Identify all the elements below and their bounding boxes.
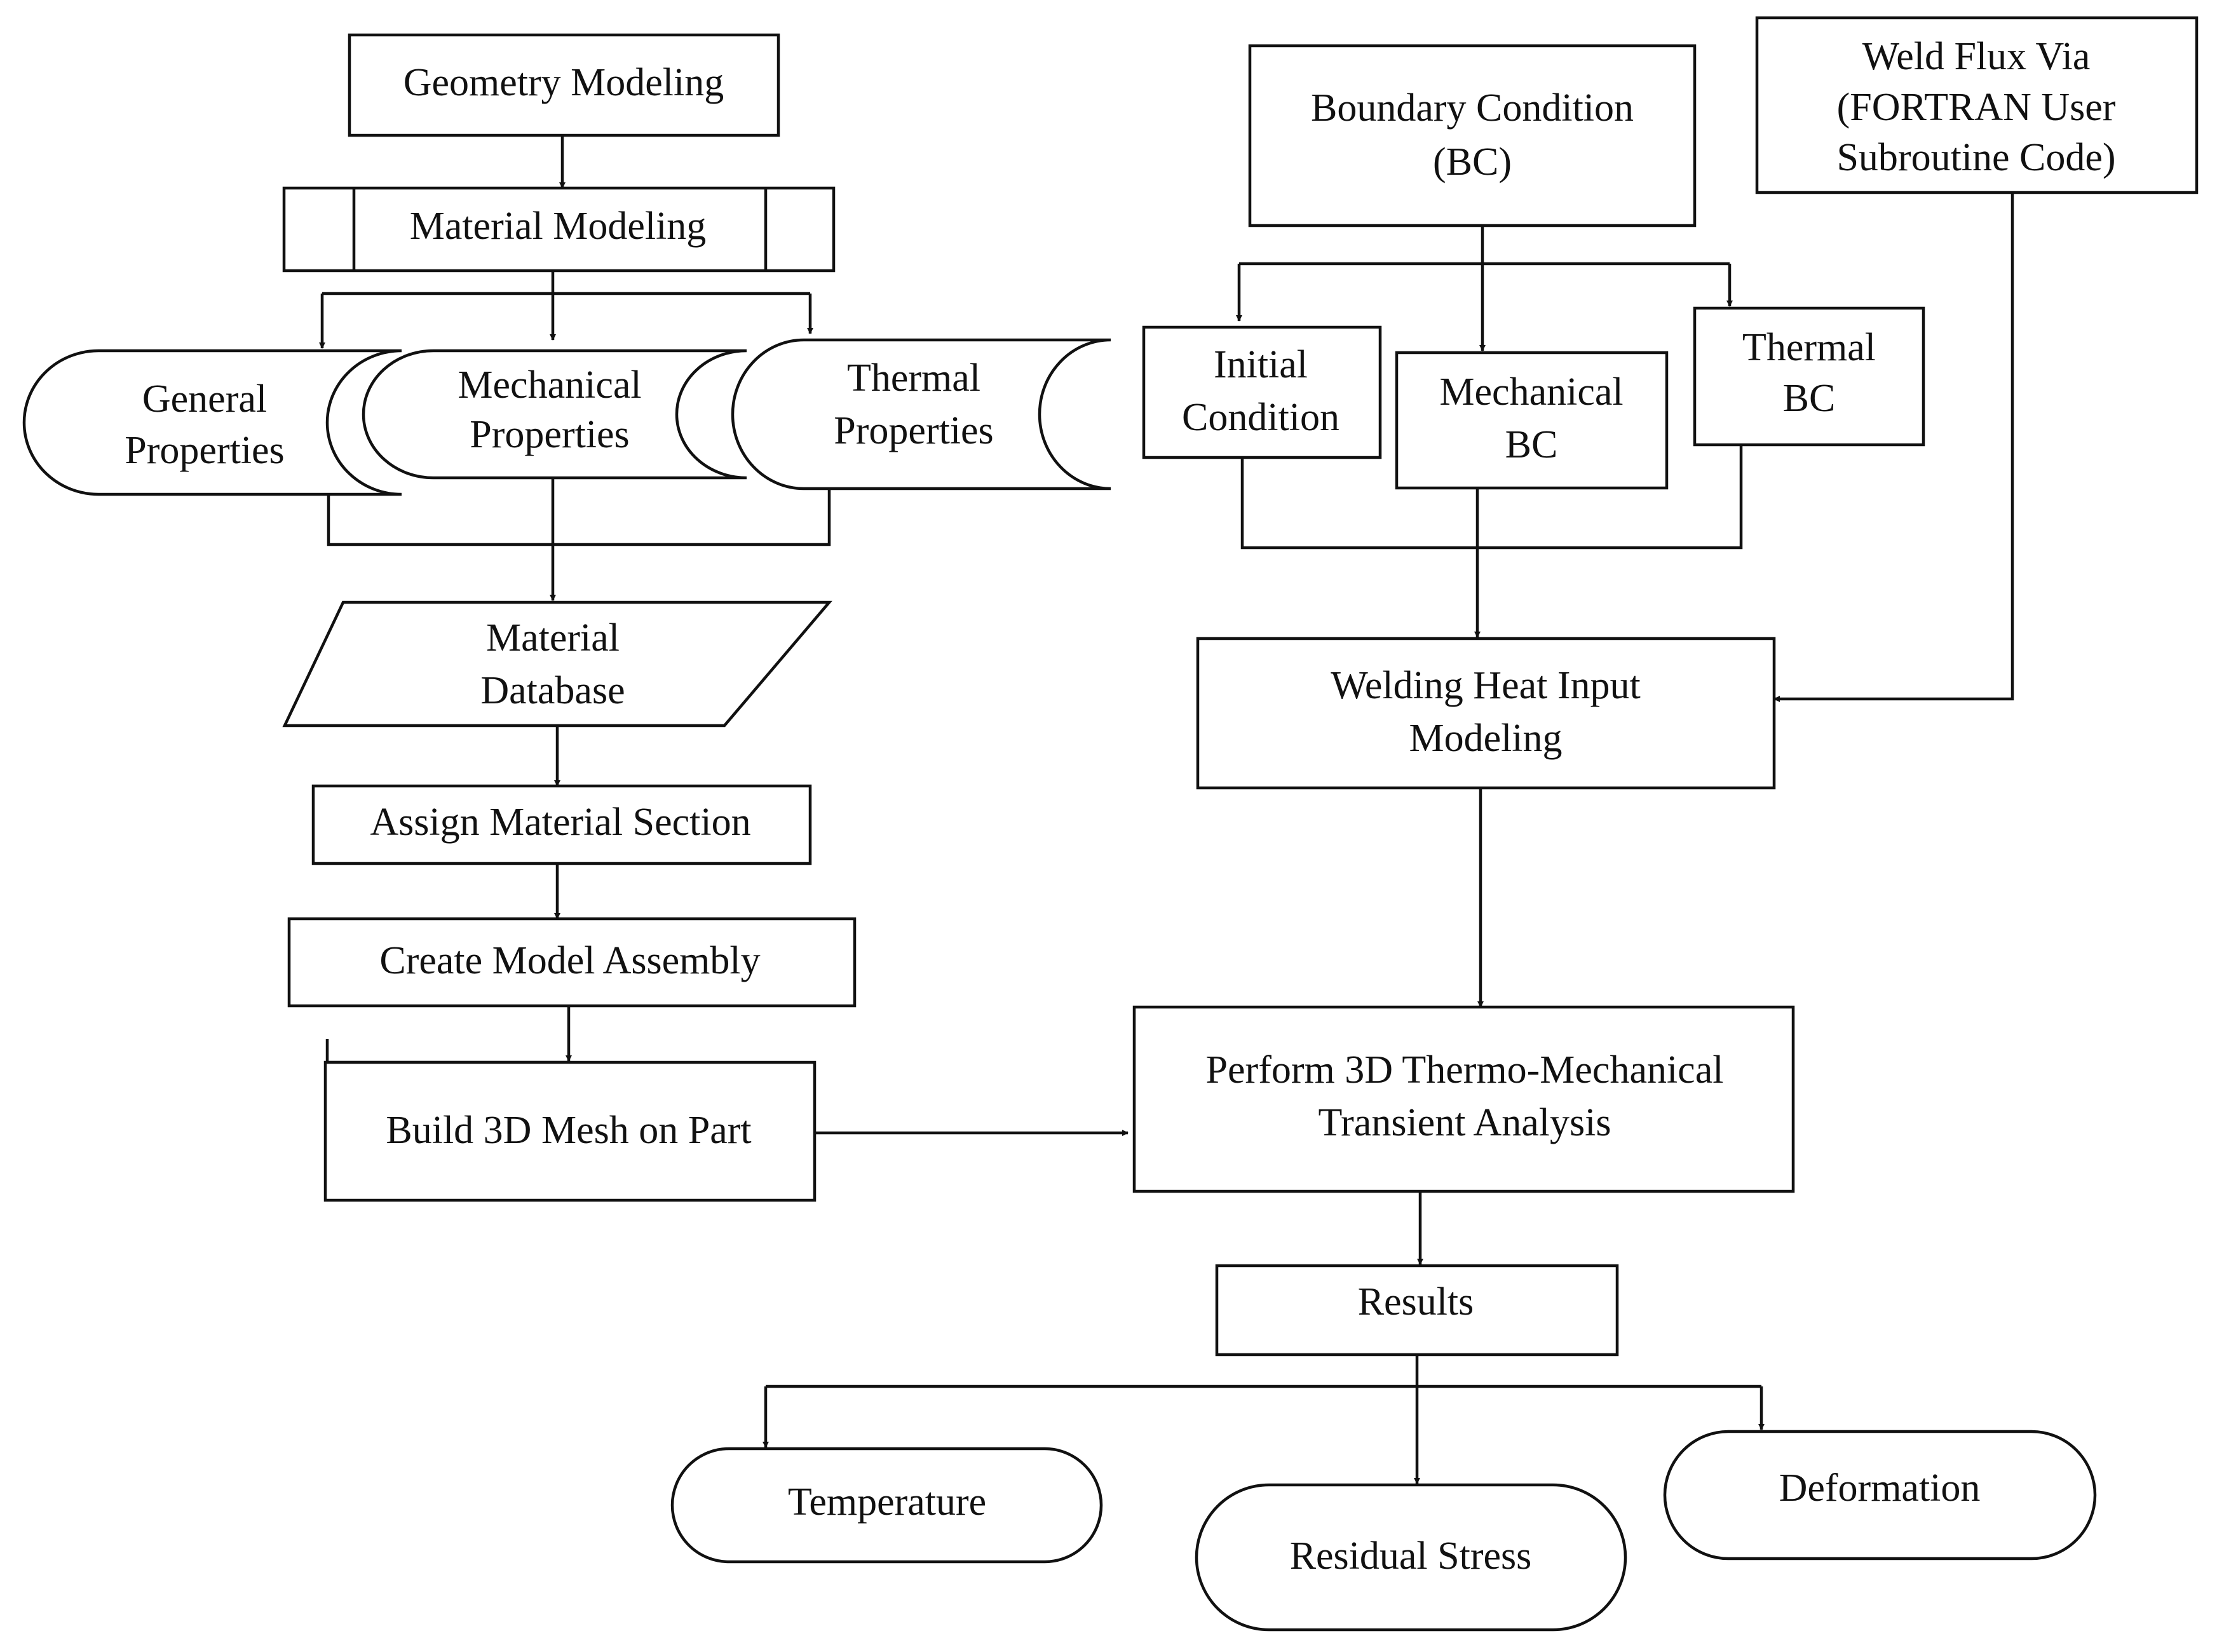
build-3d-mesh-label: Build 3D Mesh on Part xyxy=(386,1109,751,1152)
weld-flux-line3: Subroutine Code) xyxy=(1836,136,2115,179)
thermal-bc-line2: BC xyxy=(1783,377,1836,420)
build-3d-mesh-box: Build 3D Mesh on Part xyxy=(323,1060,817,1202)
material-database-box: Material Database xyxy=(282,600,832,728)
mechanical-properties-line1: Mechanical xyxy=(458,363,641,407)
material-modeling-label: Material Modeling xyxy=(410,205,707,248)
results-box: Results xyxy=(1215,1264,1619,1357)
mechanical-bc-line2: BC xyxy=(1505,423,1558,466)
boundary-condition-line1: Boundary Condition xyxy=(1311,86,1634,130)
weld-flux-line1: Weld Flux Via xyxy=(1862,35,2091,78)
thermal-properties-store: Thermal Properties xyxy=(731,338,1111,491)
temperature-label: Temperature xyxy=(788,1480,986,1524)
create-model-assembly-box: Create Model Assembly xyxy=(287,917,857,1008)
weld-flux-box: Weld Flux Via (FORTRAN User Subroutine C… xyxy=(1755,16,2199,194)
geometry-modeling-box: Geometry Modeling xyxy=(348,33,780,137)
material-database-line2: Database xyxy=(480,669,625,712)
residual-stress-terminal: Residual Stress xyxy=(1195,1483,1627,1632)
welding-heat-input-box: Welding Heat Input Modeling xyxy=(1196,637,1776,790)
residual-stress-label: Residual Stress xyxy=(1290,1534,1532,1578)
create-model-assembly-label: Create Model Assembly xyxy=(379,939,760,982)
thermal-bc-box: Thermal BC xyxy=(1693,306,1925,447)
perform-analysis-line1: Perform 3D Thermo-Mechanical xyxy=(1206,1048,1724,1092)
connector-mesh-top xyxy=(325,1039,567,1064)
geometry-modeling-label: Geometry Modeling xyxy=(403,61,724,104)
connector-properties-merge xyxy=(327,489,831,546)
general-properties-line1: General xyxy=(142,377,267,421)
initial-condition-box: Initial Condition xyxy=(1142,325,1382,459)
thermal-properties-line1: Thermal xyxy=(847,356,980,400)
material-database-line1: Material xyxy=(486,616,620,660)
deformation-terminal: Deformation xyxy=(1663,1430,2097,1561)
general-properties-line2: Properties xyxy=(125,429,284,472)
assign-material-section-label: Assign Material Section xyxy=(370,801,750,844)
welding-heat-input-line1: Welding Heat Input xyxy=(1331,664,1640,707)
perform-analysis-line2: Transient Analysis xyxy=(1318,1101,1611,1144)
thermal-bc-line1: Thermal xyxy=(1742,326,1876,369)
boundary-condition-box: Boundary Condition (BC) xyxy=(1248,44,1697,227)
initial-condition-line1: Initial xyxy=(1214,343,1308,386)
perform-analysis-box: Perform 3D Thermo-Mechanical Transient A… xyxy=(1132,1005,1795,1193)
arrow-weld-flux-to-heat-input xyxy=(1773,193,2014,702)
material-modeling-box: Material Modeling xyxy=(282,186,836,273)
weld-flux-line2: (FORTRAN User xyxy=(1837,86,2116,129)
mechanical-properties-line2: Properties xyxy=(470,413,629,456)
results-label: Results xyxy=(1358,1280,1474,1324)
welding-heat-input-line2: Modeling xyxy=(1409,717,1562,760)
connector-bc-merge xyxy=(1240,445,1743,550)
general-properties-store: General Properties xyxy=(22,349,402,496)
mechanical-bc-box: Mechanical BC xyxy=(1395,351,1669,490)
deformation-label: Deformation xyxy=(1779,1466,1981,1510)
initial-condition-line2: Condition xyxy=(1182,396,1339,439)
temperature-terminal: Temperature xyxy=(670,1447,1103,1564)
mechanical-properties-store: Mechanical Properties xyxy=(362,349,747,480)
boundary-condition-line2: (BC) xyxy=(1433,140,1512,184)
mechanical-bc-line1: Mechanical xyxy=(1439,370,1623,414)
assign-material-section-box: Assign Material Section xyxy=(311,784,812,865)
thermal-properties-line2: Properties xyxy=(834,409,993,452)
